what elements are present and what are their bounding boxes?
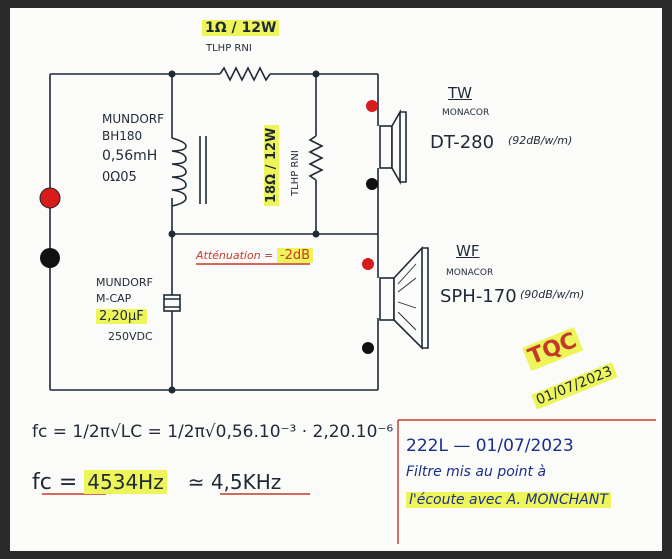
attenuation-text: Atténuation =: [196, 249, 277, 262]
note-box: [397, 419, 656, 544]
note-line-3: l'écoute avec A. MONCHANT: [406, 492, 611, 508]
inductor-coil: [171, 137, 187, 207]
capacitor-value: 2,20µF: [96, 309, 147, 324]
inductor-core: [199, 136, 207, 204]
tweeter-brand: MONACOR: [442, 108, 490, 118]
resistor-shunt-type: TLHP RNI: [290, 150, 301, 196]
inductor-brand: MUNDORF: [102, 112, 165, 126]
inductor-resistance: 0Ω05: [102, 170, 137, 185]
wire-inductor-branch: [171, 74, 378, 235]
tweeter-model: DT-280: [430, 132, 495, 153]
resistor-series: [219, 66, 271, 82]
fc-approx: ≃ 4,5KHz: [187, 470, 282, 494]
fc-label: fc =: [32, 470, 78, 495]
resistor-shunt-value: 18Ω / 12W: [264, 124, 279, 206]
junction-dots: [168, 70, 320, 394]
woofer-symbol: [379, 245, 429, 350]
formula-line: fc = 1/2π√LC = 1/2π√0,56.10⁻³ · 2,20.10⁻…: [32, 422, 394, 442]
resistor-series-type: TLHP RNI: [206, 43, 252, 54]
attenuation-value: -2dB: [276, 248, 314, 263]
input-terminal-negative-icon: [40, 248, 60, 268]
capacitor-voltage: 250VDC: [108, 330, 153, 343]
inductor-value: 0,56mH: [102, 148, 158, 164]
circuit-diagram: [39, 66, 656, 544]
tweeter-terminal-negative-icon: [366, 178, 378, 190]
tweeter-sensitivity: (92dB/w/m): [508, 134, 573, 147]
fc-result-line: fc = 4534Hz ≃ 4,5KHz: [32, 470, 281, 495]
woofer-brand: MONACOR: [446, 268, 494, 278]
woofer-tag: WF: [456, 242, 480, 260]
woofer-model: SPH-170: [440, 286, 517, 307]
attenuation-label: Atténuation = -2dB: [196, 248, 314, 263]
capacitor-plates: [163, 294, 181, 312]
resistor-series-value: 1Ω / 12W: [202, 20, 280, 36]
resistor-shunt: [308, 135, 324, 181]
tweeter-terminal-positive-icon: [366, 100, 378, 112]
capacitor-model: M-CAP: [96, 292, 132, 305]
inductor-model: BH180: [102, 129, 143, 143]
capacitor-brand: MUNDORF: [96, 276, 153, 289]
tweeter-symbol: [379, 108, 407, 186]
woofer-sensitivity: (90dB/w/m): [520, 288, 585, 301]
fc-value: 4534Hz: [84, 470, 167, 494]
note-line-1: 222L — 01/07/2023: [406, 436, 574, 456]
note-line-2: Filtre mis au point à: [406, 464, 547, 480]
tweeter-tag: TW: [448, 84, 472, 102]
woofer-terminal-positive-icon: [362, 258, 374, 270]
paper-sheet: 1Ω / 12W TLHP RNI MUNDORF BH180 0,56mH 0…: [10, 8, 662, 551]
input-terminal-positive-icon: [39, 187, 61, 209]
woofer-terminal-negative-icon: [362, 342, 374, 354]
